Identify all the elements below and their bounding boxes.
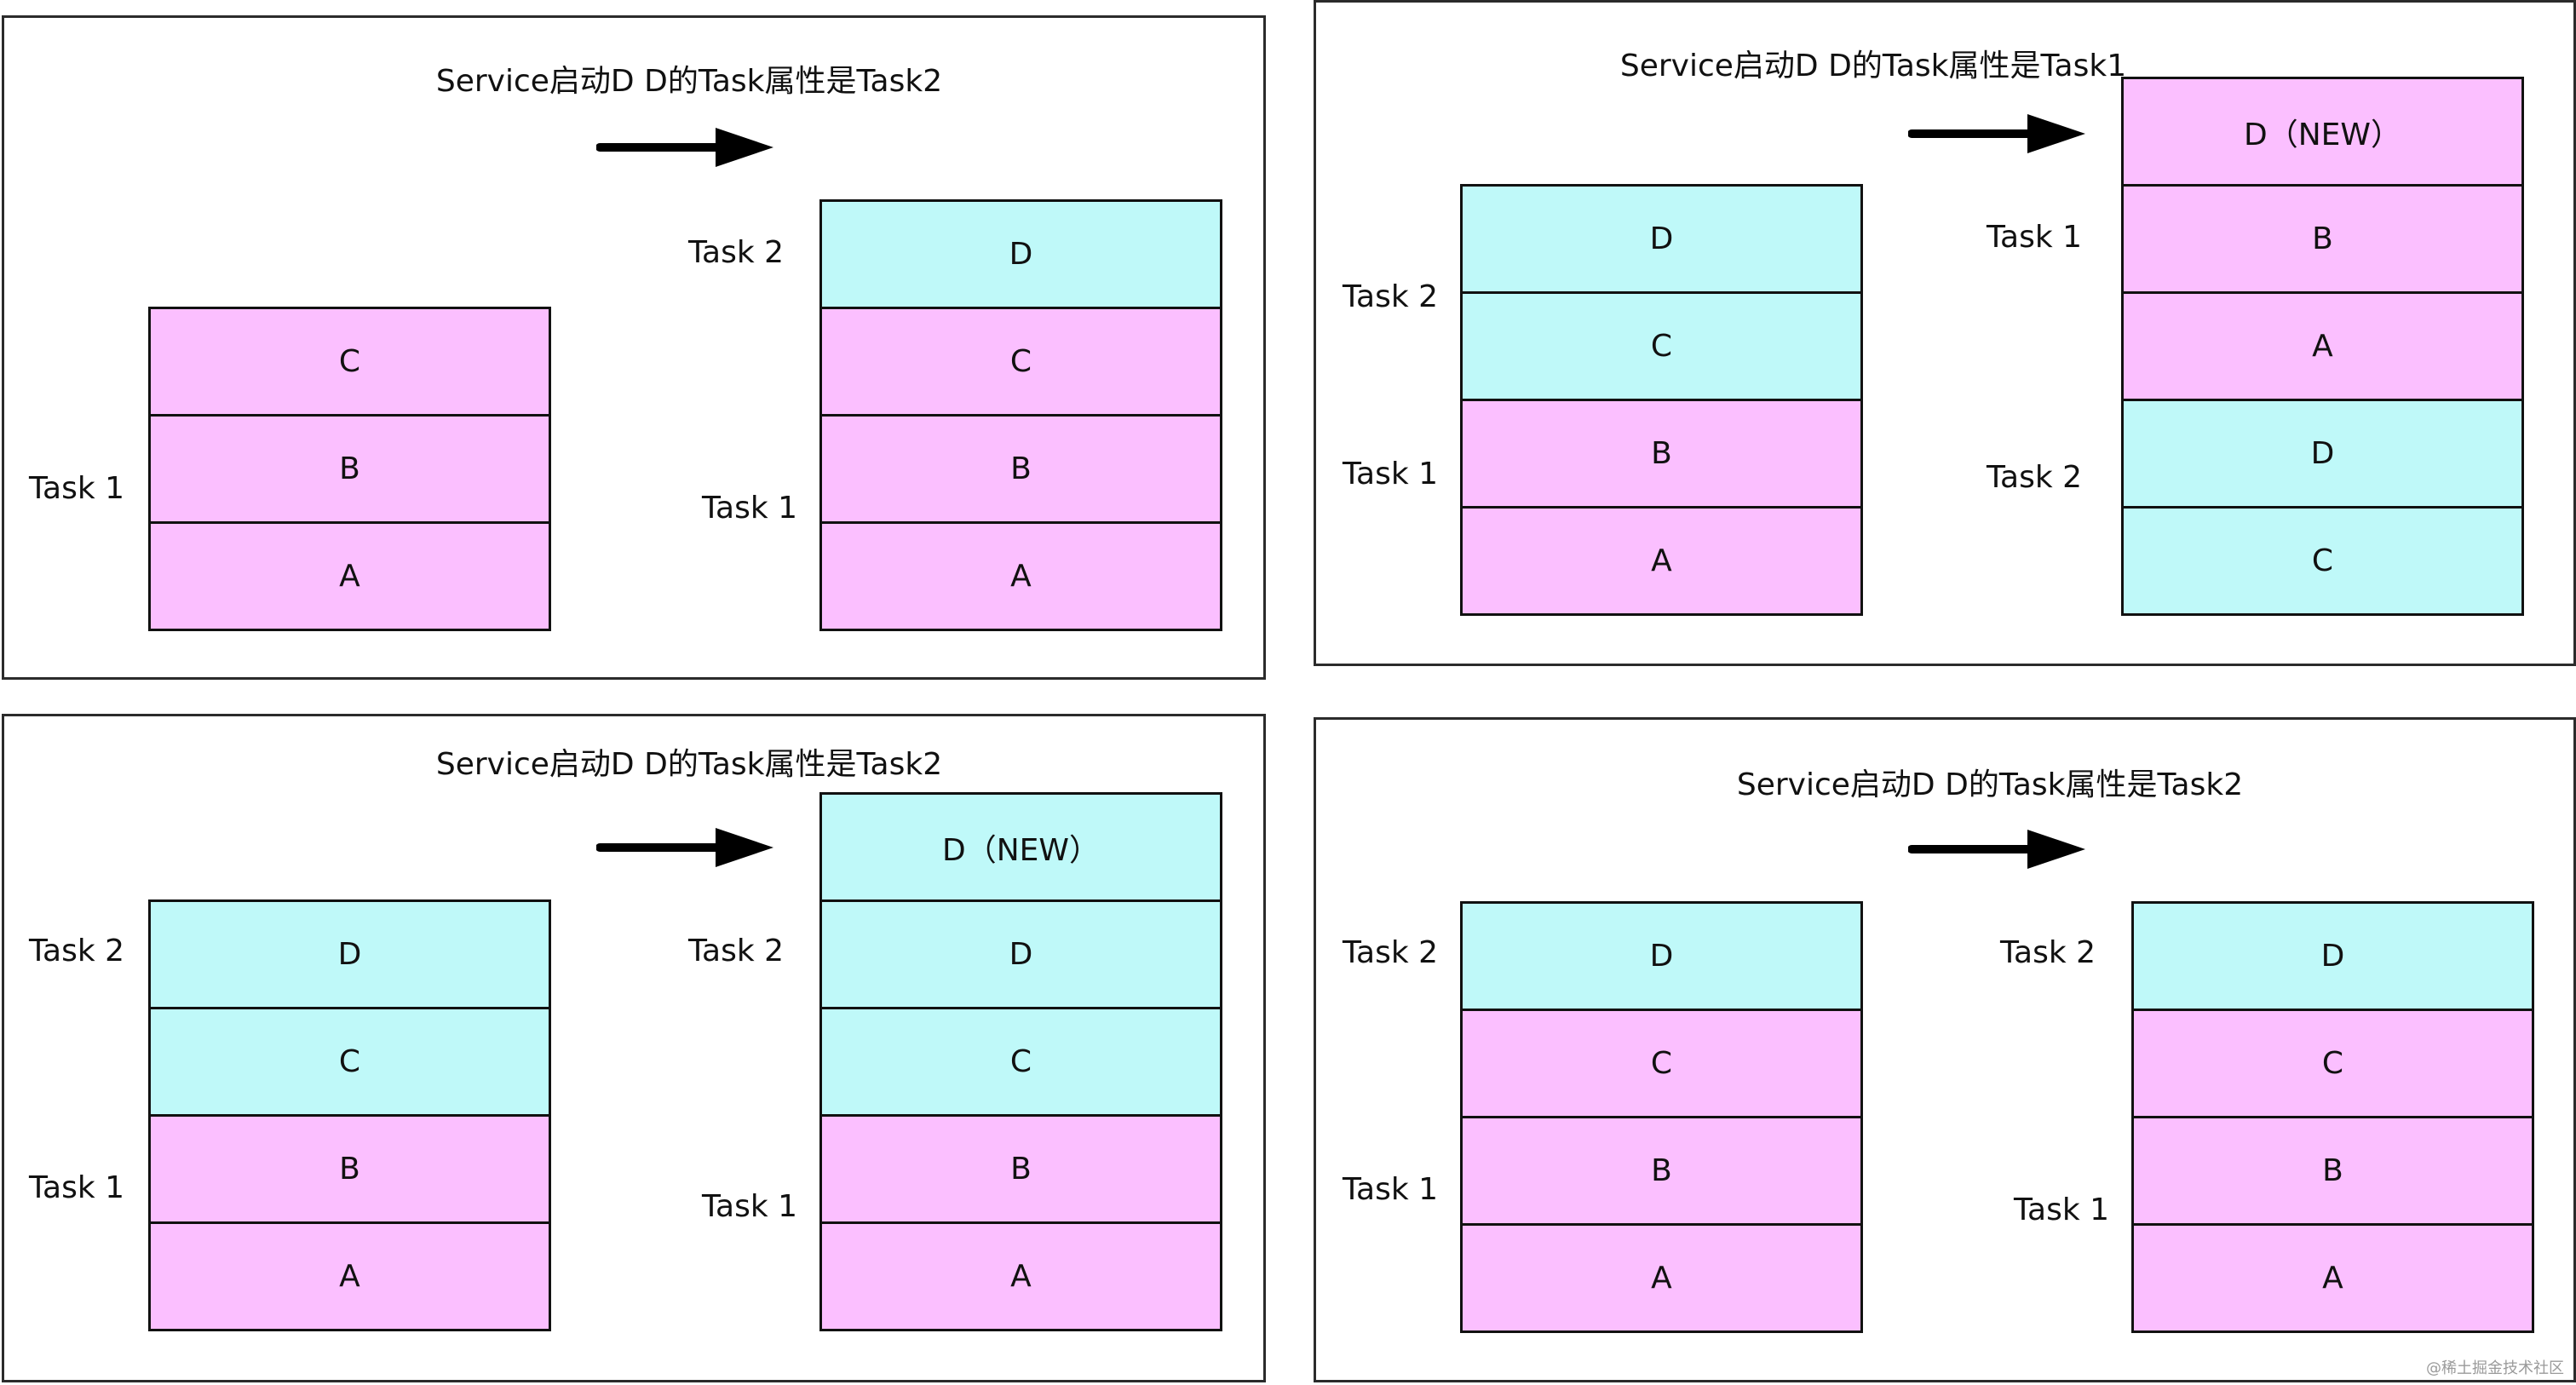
stack-cell: C	[148, 1007, 551, 1117]
stack-cell: B	[2131, 1116, 2534, 1226]
stack-cell: D（NEW）	[819, 792, 1222, 902]
stack-cell: A	[2121, 291, 2524, 401]
stack-cell: C	[2121, 506, 2524, 616]
stack-cell: A	[1460, 506, 1863, 616]
stack-cell: D	[2131, 901, 2534, 1011]
task-label: Task 1	[29, 1170, 125, 1205]
stack-cell: B	[148, 414, 551, 524]
stack-cell: C	[148, 307, 551, 417]
stack-cell: C	[2131, 1009, 2534, 1118]
stack-cell: C	[1460, 291, 1863, 401]
task-label: Task 2	[688, 934, 785, 968]
stack-cell: D	[1460, 901, 1863, 1011]
task-label: Task 1	[2014, 1192, 2110, 1227]
stack-cell: C	[1460, 1009, 1863, 1118]
stack-cell: A	[819, 521, 1222, 631]
task-label: Task 2	[29, 934, 125, 968]
stack-cell: D（NEW）	[2121, 77, 2524, 187]
stack-cell: B	[819, 414, 1222, 524]
watermark: @稀土掘金技术社区	[2426, 1359, 2564, 1377]
panel-title: Service启动D D的Task属性是Task1	[1619, 49, 2127, 83]
stack-cell: A	[2131, 1223, 2534, 1333]
task-label: Task 2	[1343, 935, 1439, 970]
stack-cell: B	[1460, 1116, 1863, 1226]
stack-cell: B	[1460, 399, 1863, 509]
task-label: Task 1	[29, 471, 125, 506]
task-label: Task 2	[2000, 935, 2096, 970]
stack-cell: A	[148, 521, 551, 631]
task-label: Task 1	[702, 1189, 798, 1224]
stack-cell: D	[2121, 399, 2524, 509]
stack-cell: D	[148, 899, 551, 1009]
panel-title: Service启动D D的Task属性是Task2	[435, 747, 943, 782]
task-label: Task 2	[1343, 279, 1439, 314]
panel-title: Service启动D D的Task属性是Task2	[1736, 767, 2244, 802]
arrow-icon	[596, 828, 773, 867]
stack-cell: A	[1460, 1223, 1863, 1333]
task-label: Task 1	[1343, 1172, 1439, 1207]
stack-cell: D	[819, 899, 1222, 1009]
panel-title: Service启动D D的Task属性是Task2	[435, 64, 943, 99]
stack-cell: D	[1460, 184, 1863, 294]
stack-cell: C	[819, 1007, 1222, 1117]
task-label: Task 1	[1343, 457, 1439, 491]
task-label: Task 1	[1987, 220, 2083, 255]
stack-cell: B	[819, 1114, 1222, 1224]
arrow-icon	[1908, 114, 2085, 153]
stack-cell: C	[819, 307, 1222, 417]
stack-cell: A	[148, 1221, 551, 1331]
stack-cell: A	[819, 1221, 1222, 1331]
arrow-icon	[596, 128, 773, 167]
task-label: Task 2	[1987, 460, 2083, 495]
stack-cell: B	[2121, 184, 2524, 294]
task-label: Task 1	[702, 491, 798, 526]
stack-cell: B	[148, 1114, 551, 1224]
task-label: Task 2	[688, 235, 785, 270]
arrow-icon	[1908, 830, 2085, 869]
stack-cell: D	[819, 199, 1222, 309]
